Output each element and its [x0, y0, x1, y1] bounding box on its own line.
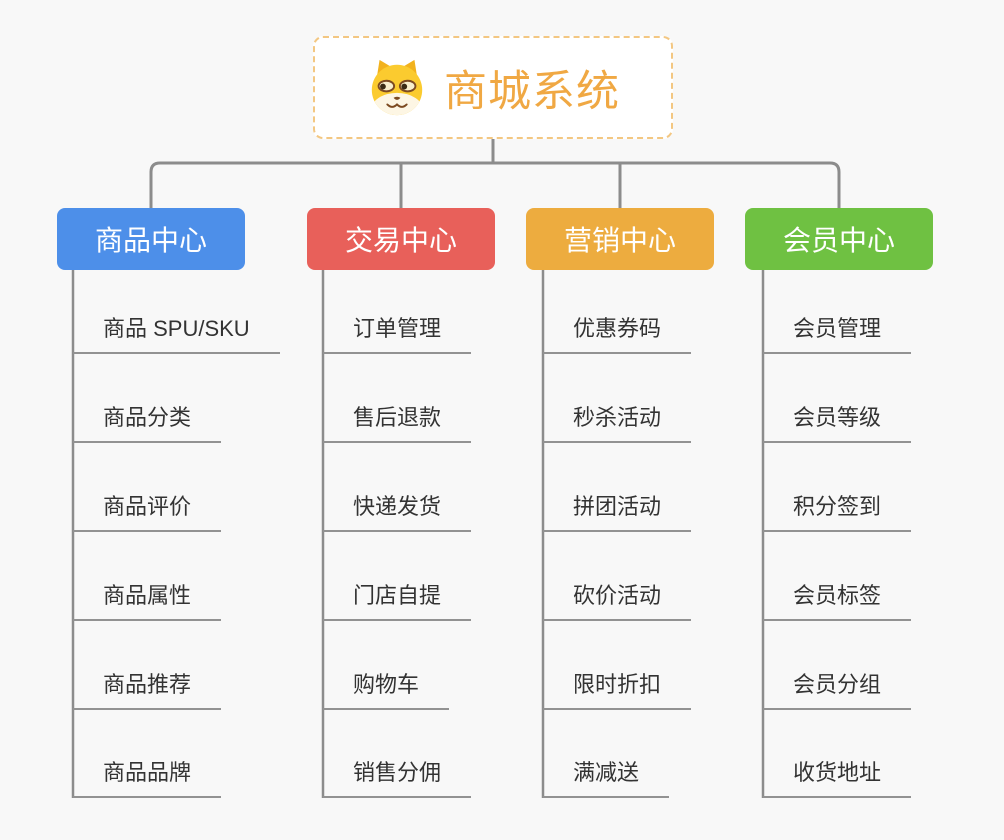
leaf-node[interactable]: 会员等级 [763, 403, 912, 443]
leaf-node[interactable]: 满减送 [543, 758, 670, 798]
leaf-node[interactable]: 积分签到 [763, 492, 912, 532]
leaf-node[interactable]: 商品分类 [73, 403, 222, 443]
leaf-node[interactable]: 商品评价 [73, 492, 222, 532]
leaf-node[interactable]: 购物车 [323, 670, 450, 710]
leaf-node[interactable]: 秒杀活动 [543, 403, 692, 443]
leaf-node[interactable]: 限时折扣 [543, 670, 692, 710]
leaf-node[interactable]: 拼团活动 [543, 492, 692, 532]
root-title: 商城系统 [444, 67, 620, 116]
leaf-node[interactable]: 商品推荐 [73, 670, 222, 710]
leaf-node[interactable]: 门店自提 [323, 581, 472, 621]
leaf-node[interactable]: 优惠券码 [543, 314, 692, 354]
leaf-node[interactable]: 商品品牌 [73, 758, 222, 798]
leaf-node[interactable]: 砍价活动 [543, 581, 692, 621]
leaf-node[interactable]: 快递发货 [323, 492, 472, 532]
root-node[interactable]: 商城系统 [313, 36, 673, 139]
leaf-node[interactable]: 会员标签 [763, 581, 912, 621]
leaf-node[interactable]: 销售分佣 [323, 758, 472, 798]
branch-header-marketing-center[interactable]: 营销中心 [526, 208, 714, 270]
leaf-node[interactable]: 商品属性 [73, 581, 222, 621]
leaf-node[interactable]: 售后退款 [323, 403, 472, 443]
branch-header-trade-center[interactable]: 交易中心 [307, 208, 495, 270]
leaf-node[interactable]: 会员管理 [763, 314, 912, 354]
branch-header-product-center[interactable]: 商品中心 [57, 208, 245, 270]
leaf-node[interactable]: 商品 SPU/SKU [73, 314, 280, 354]
branch-header-member-center[interactable]: 会员中心 [745, 208, 933, 270]
shiba-dog-icon [366, 57, 428, 119]
leaf-node[interactable]: 收货地址 [763, 758, 912, 798]
leaf-node[interactable]: 会员分组 [763, 670, 912, 710]
leaf-node[interactable]: 订单管理 [323, 314, 472, 354]
